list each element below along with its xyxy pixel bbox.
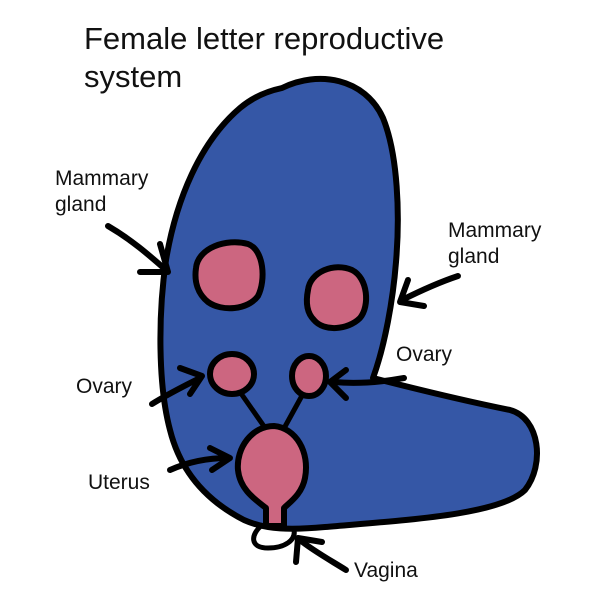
mammary-gland-left	[192, 239, 266, 312]
label-mammary-gland-left: Mammary gland	[55, 167, 149, 216]
diagram-title: Female letter reproductive system	[84, 21, 445, 94]
label-ovary-right: Ovary	[396, 343, 453, 366]
mammary-gland-right	[303, 264, 370, 331]
arrow-ovary-right	[327, 367, 407, 401]
fallopian-tube-right	[279, 390, 307, 434]
uterus-shape	[234, 423, 309, 529]
vagina-opening	[251, 523, 297, 551]
label-uterus: Uterus	[88, 471, 150, 494]
arrow-ovary-left	[149, 365, 205, 407]
ovary-right-shape	[289, 353, 329, 399]
arrow-uterus	[167, 445, 233, 473]
arrow-mammary-left	[105, 223, 171, 275]
label-mammary-gland-right: Mammary gland	[448, 219, 542, 268]
ovary-left-shape	[207, 351, 257, 397]
arrow-mammary-right	[397, 273, 461, 309]
arrow-vagina	[293, 535, 349, 573]
label-vagina: Vagina	[354, 559, 418, 582]
label-ovary-left: Ovary	[76, 375, 133, 398]
